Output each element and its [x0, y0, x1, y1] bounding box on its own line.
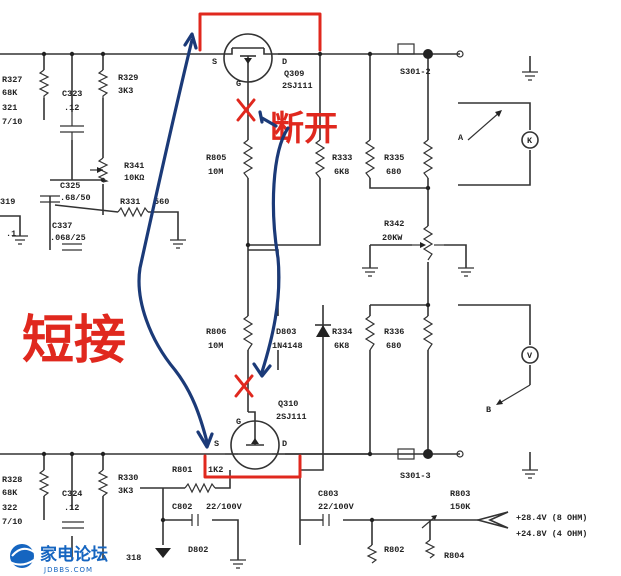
label-r328-value: 68K — [2, 488, 18, 498]
label-r333-value: 6K8 — [334, 167, 349, 177]
label-x319-value: .1 — [6, 229, 16, 239]
label-r805: R805 — [206, 153, 226, 163]
diode-d802 — [155, 548, 171, 558]
transistor-q309 — [215, 33, 280, 84]
label-r801: R801 — [172, 465, 192, 475]
label-r336-value: 680 — [386, 341, 401, 351]
label-c322-value: 7/10 — [2, 517, 22, 527]
label-d803-value: 1N4148 — [272, 341, 303, 351]
label-q310-g: G — [236, 417, 241, 427]
annotation-short-label: 短接 — [22, 311, 126, 371]
site-logo: 家电论坛 JDBBS.COM — [9, 544, 108, 574]
label-r342: R342 — [384, 219, 404, 229]
label-c324-value: .12 — [64, 503, 79, 513]
label-k: K — [527, 136, 533, 146]
label-d803: D803 — [276, 327, 296, 337]
label-r330: R330 — [118, 473, 138, 483]
label-r342-value: 20KW — [382, 233, 403, 243]
label-b: B — [486, 405, 491, 415]
label-c322: 322 — [2, 503, 17, 513]
label-s301-2: S301-2 — [400, 67, 431, 77]
label-q310-value: 2SJ111 — [276, 412, 307, 422]
label-r335: R335 — [384, 153, 404, 163]
label-r329-value: 3K3 — [118, 86, 133, 96]
label-r806-value: 10M — [208, 341, 223, 351]
label-voltage-4ohm: +24.8V (4 OHM) — [516, 529, 587, 539]
label-c803-value: 22/100V — [318, 502, 355, 512]
label-r334: R334 — [332, 327, 352, 337]
logo-site: JDBBS.COM — [43, 566, 93, 574]
label-c323: C323 — [62, 89, 82, 99]
component-labels: R327 68K 321 7/10 C323 .12 R329 3K3 R341… — [0, 57, 587, 563]
label-r330-value: 3K3 — [118, 486, 133, 496]
label-q309-s: S — [212, 57, 217, 67]
label-a: A — [458, 133, 464, 143]
label-q310-s: S — [214, 439, 219, 449]
label-c802-value: 22/100V — [206, 502, 243, 512]
output-connector — [474, 511, 509, 529]
circuit-wires — [0, 53, 531, 560]
label-q310-d: D — [282, 439, 287, 449]
junction-dots — [41, 49, 433, 523]
capacitors — [40, 112, 330, 529]
label-r806: R806 — [206, 327, 226, 337]
label-c802: C802 — [172, 502, 192, 512]
ground-symbols — [12, 71, 538, 569]
label-c803: C803 — [318, 489, 338, 499]
transistor-q310 — [225, 411, 285, 470]
label-r803-value: 150K — [450, 502, 471, 512]
label-r328: R328 — [2, 475, 22, 485]
label-c324: C324 — [62, 489, 82, 499]
label-r801-value: 1K2 — [208, 465, 223, 475]
cut-mark-bottom — [234, 374, 254, 398]
label-x318: 318 — [126, 553, 141, 563]
diode-d803 — [315, 324, 331, 337]
switch-terminals — [397, 43, 464, 460]
label-c325: C325 — [60, 181, 80, 191]
label-r802: R802 — [384, 545, 404, 555]
label-r334-value: 6K8 — [334, 341, 349, 351]
label-d802: D802 — [188, 545, 208, 555]
label-q309: Q309 — [284, 69, 304, 79]
label-c325-value: .68/50 — [60, 193, 91, 203]
label-q310: Q310 — [278, 399, 298, 409]
label-r341-value: 10KΩ — [124, 173, 144, 183]
label-r329: R329 — [118, 73, 138, 83]
label-r333: R333 — [332, 153, 352, 163]
resistors — [38, 69, 436, 564]
label-q309-g: G — [236, 79, 241, 89]
label-c337-value: .068/25 — [50, 233, 86, 243]
label-s301-3: S301-3 — [400, 471, 431, 481]
label-x319: 319 — [0, 197, 15, 207]
label-c321: 321 — [2, 103, 17, 113]
label-r336: R336 — [384, 327, 404, 337]
label-r331-value: 560 — [154, 197, 169, 207]
label-r327-value: 68K — [2, 88, 18, 98]
label-c323-value: .12 — [64, 103, 79, 113]
label-v: V — [527, 351, 533, 361]
label-r803: R803 — [450, 489, 470, 499]
blue-arrows — [137, 32, 290, 449]
label-r331: R331 — [120, 197, 140, 207]
label-r327: R327 — [2, 75, 22, 85]
label-q309-value: 2SJ111 — [282, 81, 313, 91]
label-q309-d: D — [282, 57, 287, 67]
label-voltage-8ohm: +28.4V (8 OHM) — [516, 513, 587, 523]
potentiometer-arrows — [90, 167, 444, 529]
label-r804: R804 — [444, 551, 464, 561]
label-r335-value: 680 — [386, 167, 401, 177]
cut-mark-top — [236, 98, 256, 122]
label-c321-value: 7/10 — [2, 117, 22, 127]
logo-brand: 家电论坛 — [40, 544, 108, 565]
label-r805-value: 10M — [208, 167, 223, 177]
label-c337: C337 — [52, 221, 72, 231]
label-r341: R341 — [124, 161, 144, 171]
meter-symbols — [467, 110, 539, 405]
